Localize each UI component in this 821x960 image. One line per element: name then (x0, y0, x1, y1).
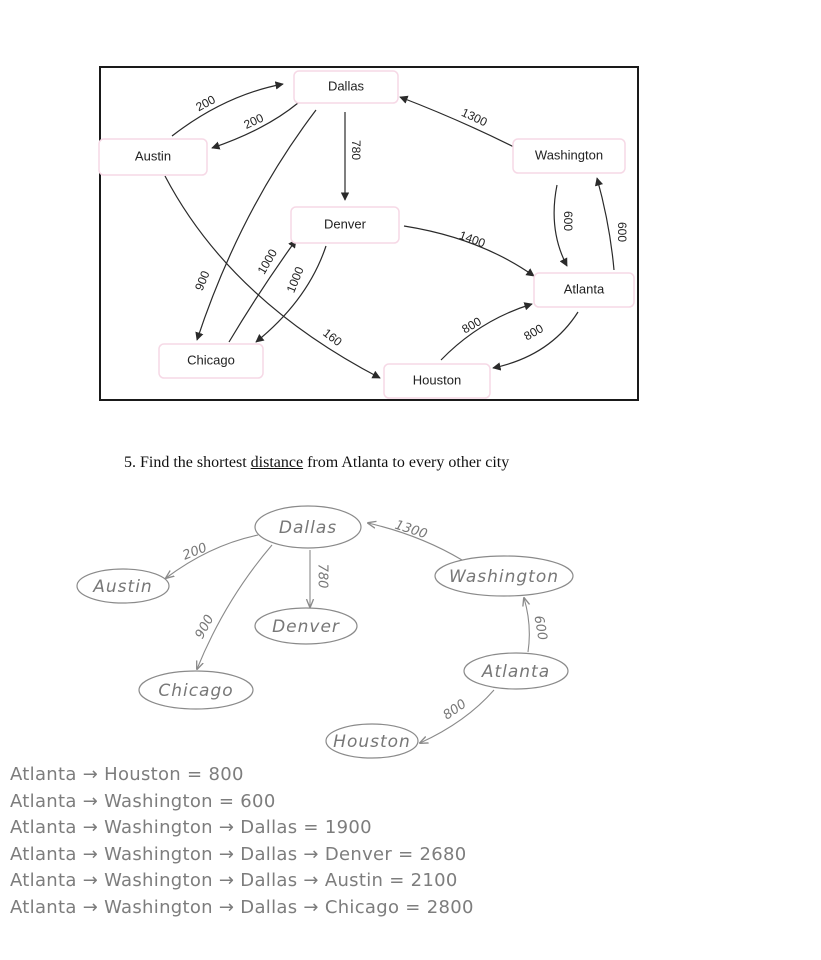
hw-node-oval-washington (434, 555, 574, 597)
question-5: 5. Find the shortest distance from Atlan… (124, 454, 724, 472)
hw-node-label-denver: Denver (272, 617, 340, 637)
question-text-after: from Atlanta to every other city (307, 454, 510, 471)
hw-node-oval-atlanta (463, 652, 569, 690)
answer-line-austin: Atlanta → Washington → Dallas → Austin =… (10, 870, 458, 891)
hw-edge-weight-washington-to-dallas: 1300 (393, 518, 429, 542)
node-label-chicago: Chicago (187, 352, 235, 367)
edge-dallas-to-austin (211, 102, 299, 150)
hw-node-label-atlanta: Atlanta (481, 662, 550, 682)
hw-node-denver: Denver (254, 607, 358, 645)
hw-node-label-austin: Austin (92, 577, 152, 597)
edge-austin-to-houston (164, 175, 381, 379)
answer-line-denver: Atlanta → Washington → Dallas → Denver =… (10, 843, 467, 865)
node-box-atlanta (533, 272, 635, 308)
node-chicago: Chicago (158, 343, 264, 379)
hw-edge-atlanta-to-houston (420, 689, 495, 743)
hw-node-washington: Washington (434, 555, 574, 597)
hw-node-oval-austin (76, 568, 170, 604)
hw-edge-weight-dallas-to-chicago: 900 (193, 613, 218, 642)
answer-line-houston: Atlanta → Houston = 800 (10, 764, 244, 785)
node-box-dallas (293, 70, 399, 104)
edge-washington-to-atlanta (553, 184, 568, 267)
node-box-chicago (158, 343, 264, 379)
node-label-denver: Denver (324, 216, 367, 231)
hw-node-label-dallas: Dallas (279, 518, 337, 538)
edge-weight-dallas-to-denver: 780 (349, 140, 363, 160)
edge-dallas-to-chicago (195, 109, 317, 341)
question-text-before: Find the shortest (140, 454, 247, 471)
hw-node-chicago: Chicago (138, 670, 254, 710)
node-atlanta: Atlanta (533, 272, 635, 308)
graph-figure-frame (99, 66, 639, 401)
node-box-houston (383, 363, 491, 399)
node-dallas: Dallas (293, 70, 399, 104)
hw-node-austin: Austin (76, 568, 170, 604)
node-label-houston: Houston (413, 372, 461, 387)
hw-edge-washington-to-dallas (368, 523, 463, 561)
hw-node-oval-denver (254, 607, 358, 645)
hw-edge-weight-dallas-to-austin: 200 (181, 540, 210, 563)
node-denver: Denver (290, 206, 400, 244)
hw-edge-atlanta-to-washington (524, 598, 529, 653)
node-label-dallas: Dallas (328, 78, 365, 93)
node-washington: Washington (512, 138, 626, 174)
edge-weight-washington-to-atlanta: 600 (561, 211, 575, 231)
hw-node-label-chicago: Chicago (158, 681, 233, 701)
edge-austin-to-dallas (171, 81, 284, 137)
hw-node-houston: Houston (325, 723, 419, 759)
handwritten-answers: Atlanta → Houston = 800 Atlanta → Washin… (10, 762, 570, 921)
node-label-atlanta: Atlanta (564, 281, 605, 296)
hw-node-dallas: Dallas (254, 505, 362, 549)
hw-edge-weight-atlanta-to-houston: 800 (441, 697, 470, 724)
node-box-washington (512, 138, 626, 174)
question-underlined-word: distance (250, 454, 304, 471)
hw-node-atlanta: Atlanta (463, 652, 569, 690)
edge-washington-to-dallas (399, 95, 517, 149)
node-label-washington: Washington (535, 147, 603, 162)
answer-line-dallas: Atlanta → Washington → Dallas = 1900 (10, 817, 372, 838)
answer-line-chicago: Atlanta → Washington → Dallas → Chicago … (10, 896, 474, 918)
hw-node-oval-dallas (254, 505, 362, 549)
edge-houston-to-atlanta (440, 302, 533, 361)
edge-atlanta-to-houston (492, 311, 579, 371)
node-box-austin (98, 138, 208, 176)
answer-line-washington: Atlanta → Washington = 600 (10, 790, 276, 812)
hw-node-oval-chicago (138, 670, 254, 710)
hw-edge-dallas-to-chicago (197, 544, 273, 669)
edge-denver-to-chicago (255, 245, 327, 343)
edge-weight-atlanta-to-washington: 600 (615, 222, 629, 242)
edge-atlanta-to-washington (594, 177, 615, 271)
node-houston: Houston (383, 363, 491, 399)
edge-denver-to-atlanta (403, 225, 535, 277)
edge-chicago-to-denver (228, 239, 297, 343)
hw-edge-dallas-to-austin (166, 534, 259, 578)
hw-node-oval-houston (325, 723, 419, 759)
node-austin: Austin (98, 138, 208, 176)
hw-node-label-washington: Washington (449, 567, 559, 587)
node-label-austin: Austin (135, 148, 171, 163)
question-number: 5. (124, 454, 136, 471)
hw-edge-weight-dallas-to-denver: 780 (315, 564, 330, 589)
hw-node-label-houston: Houston (333, 732, 411, 752)
node-box-denver (290, 206, 400, 244)
hw-edge-weight-atlanta-to-washington: 600 (530, 614, 549, 641)
handwritten-edges: 200 1300 780 900 600 800 (166, 518, 550, 743)
